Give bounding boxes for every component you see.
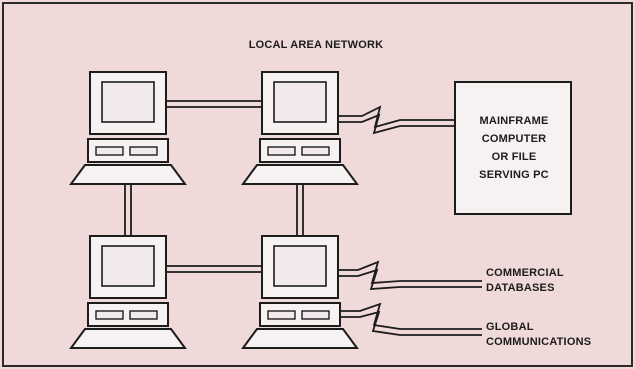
computer-bottom-left [69, 235, 187, 349]
system-unit [87, 138, 169, 163]
mainframe-label-line: OR FILE [492, 151, 537, 163]
disk-drive [267, 146, 296, 156]
keyboard [241, 164, 359, 185]
keyboard [69, 164, 187, 185]
disk-drive [95, 310, 124, 320]
link-bottom [166, 265, 262, 273]
commercial-databases-label: DATABASES [486, 282, 555, 294]
link-global [335, 302, 482, 336]
diagram-title: LOCAL AREA NETWORK [249, 39, 384, 51]
disk-drive [301, 146, 330, 156]
computers-layer [69, 71, 359, 349]
disk-drive [301, 310, 330, 320]
system-unit [259, 138, 341, 163]
global-communications-label: GLOBAL [486, 321, 534, 333]
mainframe-label-line: SERVING PC [479, 169, 549, 181]
monitor-screen [101, 81, 155, 123]
commercial-databases-label: COMMERCIAL [486, 267, 564, 279]
global-communications-label: COMMUNICATIONS [486, 336, 591, 348]
disk-drive [129, 146, 158, 156]
computer-top-left [69, 71, 187, 185]
mainframe-box [454, 81, 572, 215]
keyboard [241, 328, 359, 349]
computer-top-right [241, 71, 359, 185]
disk-drive [95, 146, 124, 156]
keyboard [69, 328, 187, 349]
link-commercial [335, 260, 482, 290]
system-unit [259, 302, 341, 327]
disk-drive [267, 310, 296, 320]
link-mainframe [335, 105, 456, 135]
monitor-screen [273, 81, 327, 123]
disk-drive [129, 310, 158, 320]
link-left [124, 185, 132, 236]
link-top [166, 100, 262, 108]
mainframe-label-line: COMPUTER [482, 133, 547, 145]
monitor-screen [101, 245, 155, 287]
computer-bottom-right [241, 235, 359, 349]
network-links [124, 100, 482, 336]
mainframe-label-line: MAINFRAME [479, 115, 548, 127]
system-unit [87, 302, 169, 327]
link-right [296, 185, 304, 236]
monitor-screen [273, 245, 327, 287]
